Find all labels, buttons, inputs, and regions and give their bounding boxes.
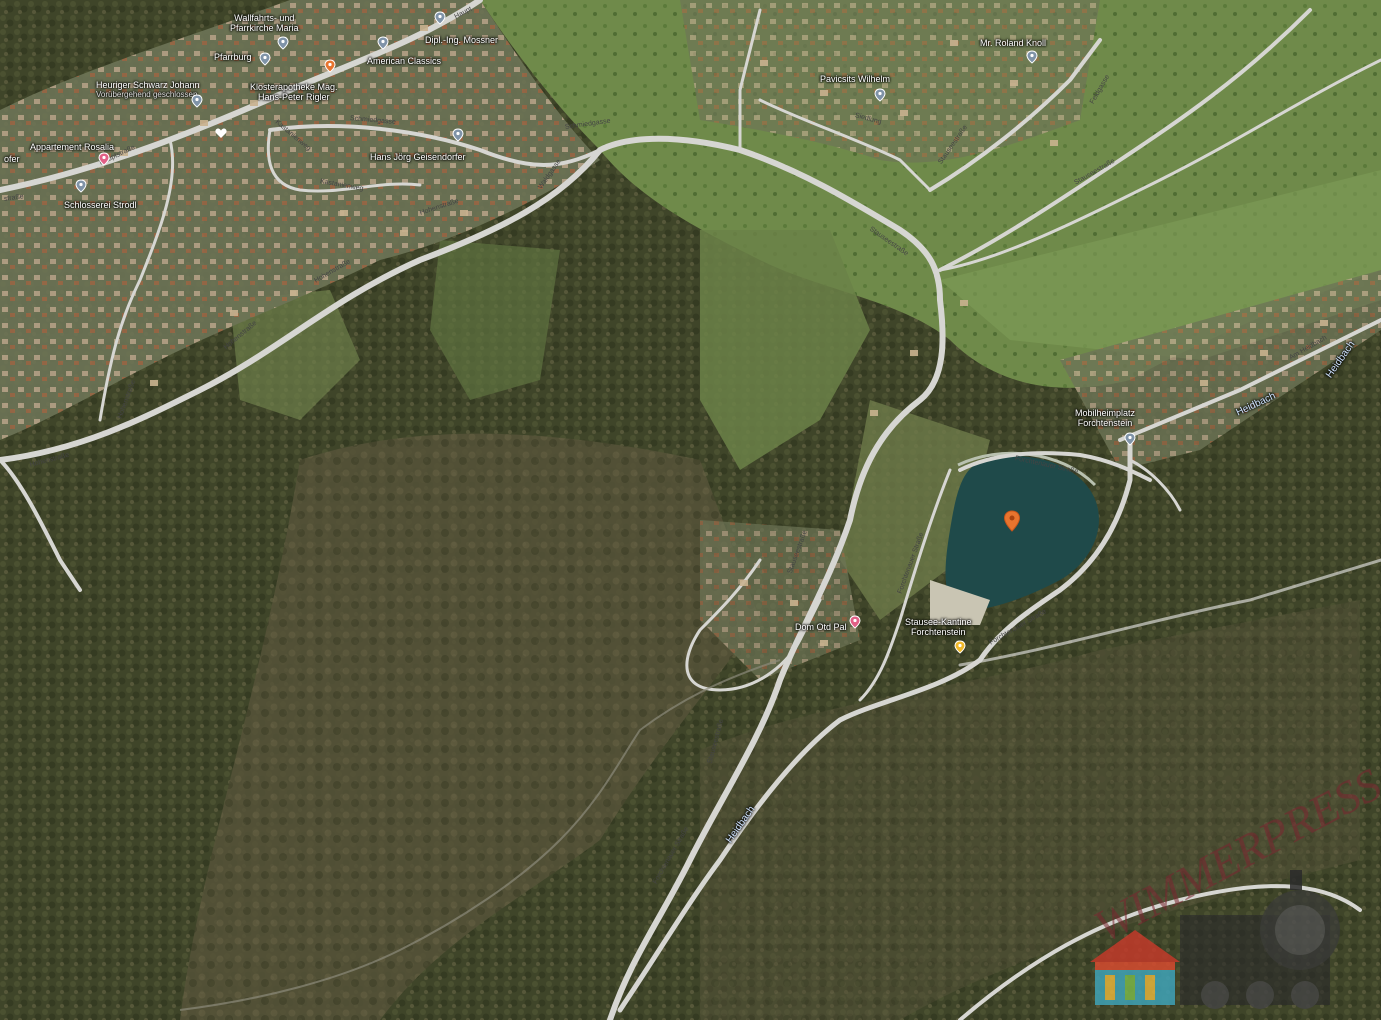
label-mossner: Dipl.-Ing. Mossner — [425, 35, 499, 45]
pin-pfarrburg-icon[interactable] — [276, 36, 290, 50]
label-klosterapotheke: Klosterapotheke Mag.Hans-Peter Rigler — [250, 82, 338, 102]
pin-schlosserei-icon[interactable] — [74, 179, 88, 193]
label-american: American Classics — [367, 56, 442, 66]
pin-wallfahrt-icon[interactable] — [433, 11, 447, 25]
label-dom: Dom Otd Pal — [795, 622, 847, 632]
pin-klosterapotheke-icon[interactable] — [323, 59, 337, 73]
label-pfarrburg: Pfarrburg — [214, 52, 252, 62]
label-knoll: Mr. Roland Knoll — [980, 38, 1047, 48]
pin-heuriger-icon[interactable] — [190, 94, 204, 108]
pin-dom-icon[interactable] — [848, 615, 862, 629]
pin-mobilheimplatz-icon[interactable] — [1123, 432, 1137, 446]
pin-appartement-icon[interactable] — [97, 152, 111, 166]
pin-knoll-icon[interactable] — [1025, 50, 1039, 64]
label-geisendorfer: Hans Jörg Geisendorfer — [370, 152, 466, 162]
pin-pfarrburg2-icon[interactable] — [258, 52, 272, 66]
label-fer: ofer — [4, 154, 20, 164]
pin-pavicsits-icon[interactable] — [873, 88, 887, 102]
label-schlosserei: Schlosserei Strodl — [64, 200, 137, 210]
pin-american-icon[interactable] — [376, 36, 390, 50]
pin-heart-icon[interactable] — [214, 126, 228, 140]
label-pavicsits: Pavicsits Wilhelm — [820, 74, 891, 84]
watermark-logo — [1090, 870, 1340, 1009]
pin-kantine-icon[interactable] — [953, 640, 967, 654]
pin-geisendorfer-icon[interactable] — [451, 128, 465, 142]
label-appartement: Appartement Rosalia — [30, 142, 115, 152]
pin-stausee-selected-icon[interactable] — [1002, 510, 1022, 532]
